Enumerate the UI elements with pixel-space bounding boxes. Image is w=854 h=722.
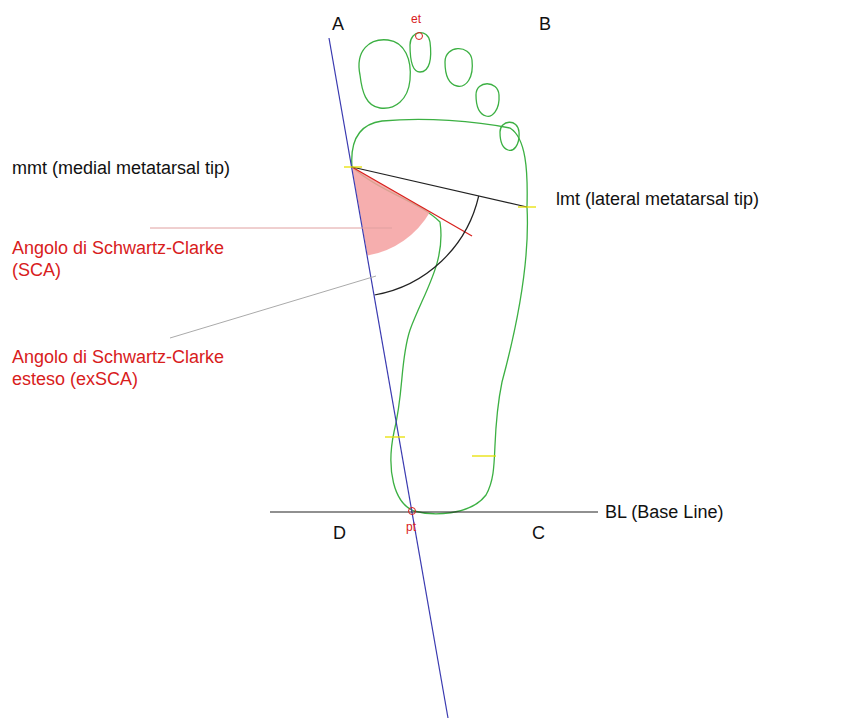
angle-label: Angolo di Schwartz-Clarke (SCA): [12, 237, 252, 281]
sca-line: [352, 167, 472, 236]
exsca-arc: [374, 196, 478, 295]
point-letter: C: [532, 522, 545, 544]
landmark-label: et: [411, 12, 421, 26]
point-letter: A: [332, 13, 344, 35]
leader-line: [150, 228, 392, 229]
landmark-label: mmt (medial metatarsal tip): [12, 157, 230, 179]
foot-outline: [352, 33, 528, 514]
point-letter: D: [333, 522, 346, 544]
landmark-label: pt: [406, 520, 416, 534]
measure-ticks: [344, 167, 536, 456]
baseline-label: BL (Base Line): [605, 501, 723, 523]
landmark-label: lmt (lateral metatarsal tip): [556, 188, 759, 210]
foot-axis: [329, 38, 448, 718]
base-line: [270, 511, 598, 512]
sca-sector: [352, 167, 430, 256]
leader-line: [170, 276, 376, 338]
landmark-point: [416, 33, 423, 40]
point-letter: B: [539, 13, 551, 35]
angle-label: Angolo di Schwartz-Clarke esteso (exSCA): [12, 346, 262, 390]
landmark-point: [409, 508, 416, 515]
metatarsal-line: [352, 167, 527, 207]
